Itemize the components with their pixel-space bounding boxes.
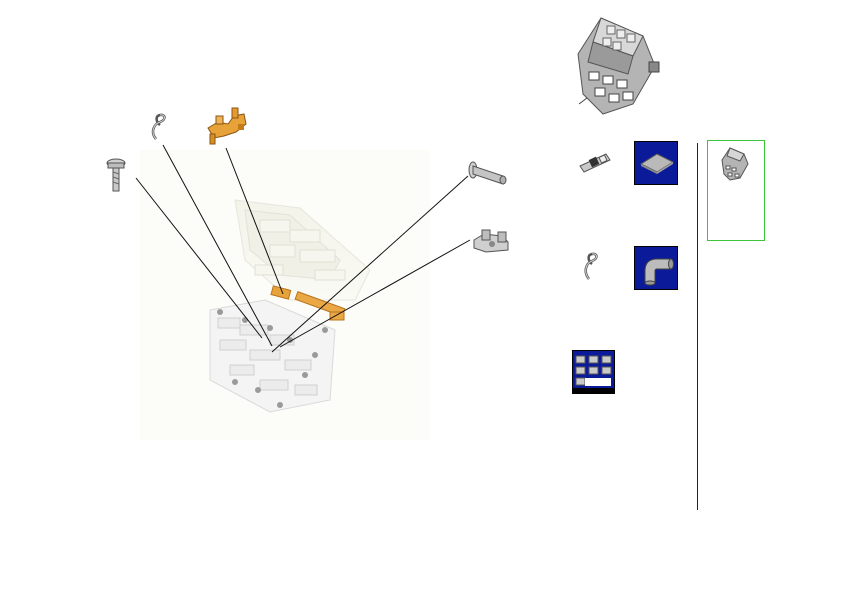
elbow-pipe-icon [644,258,674,286]
wire-clip-icon[interactable] [148,112,172,142]
wire-clip-icon [584,252,598,280]
grid-view-button[interactable] [572,350,615,394]
main-assembly-view[interactable] [140,150,430,450]
screw-icon[interactable] [104,158,128,194]
cable-tie-icon [579,153,611,173]
panel-separator [697,143,698,510]
clip-part-button[interactable] [580,250,604,282]
assembly-preview-image [573,14,663,118]
plate-thumbnail-button[interactable] [634,141,678,185]
elbow-thumbnail-button[interactable] [634,246,678,290]
clip-part-icon[interactable] [472,226,512,256]
plate-icon [639,153,675,174]
assembly-preview-frame[interactable] [707,140,765,241]
cable-tie-part-button[interactable] [576,148,614,178]
bracket-part-icon[interactable] [204,104,250,148]
assembly-icon [721,147,749,181]
grid-icon [573,355,614,393]
assembly-drawing [140,150,430,440]
pin-icon[interactable] [467,160,509,188]
